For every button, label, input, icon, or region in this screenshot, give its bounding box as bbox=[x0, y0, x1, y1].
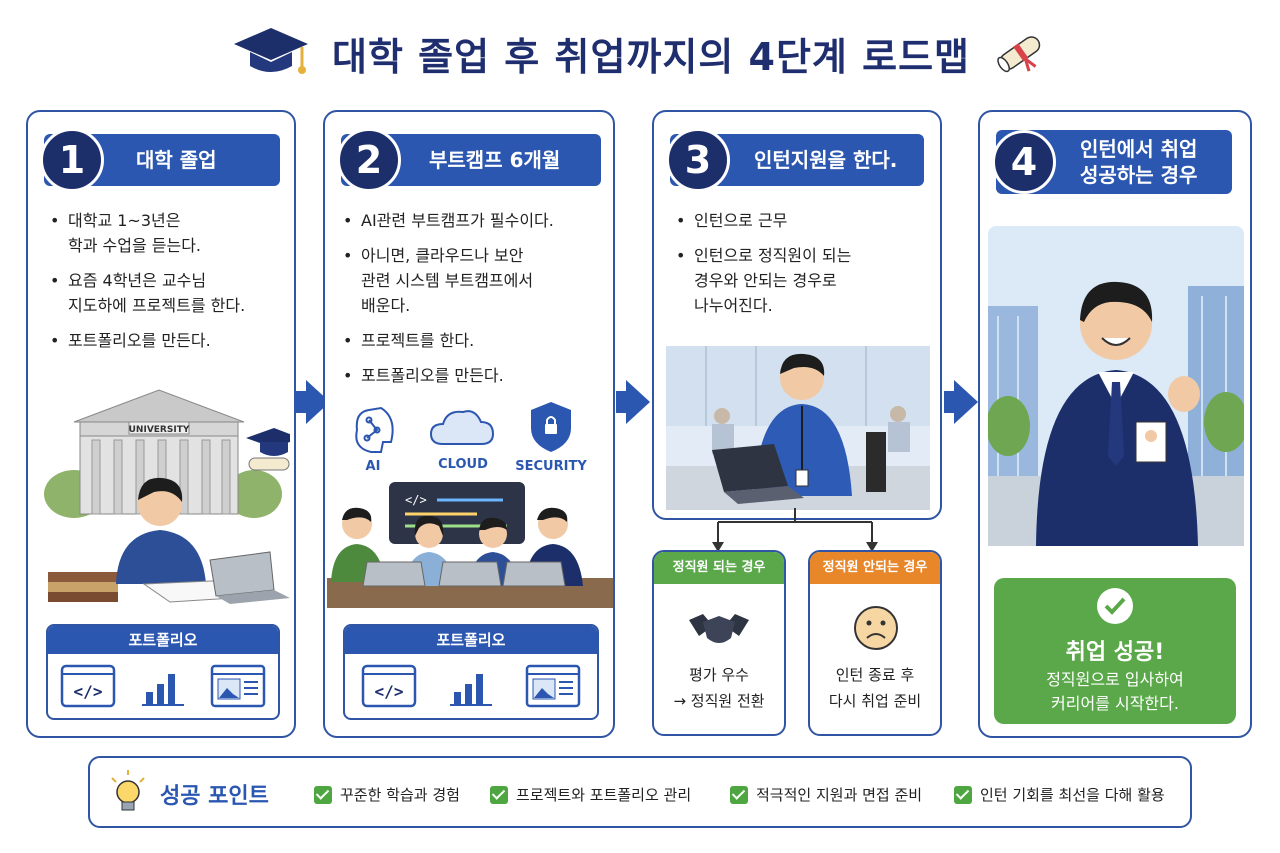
employee-success-illustration bbox=[988, 226, 1244, 546]
svg-text:</>: </> bbox=[405, 493, 427, 507]
university-student-illustration: UNIVERSITY bbox=[44, 389, 290, 604]
check-circle-icon bbox=[1097, 588, 1133, 624]
list-item: 포트폴리오를 만든다. bbox=[339, 363, 609, 388]
step-number: 3 bbox=[666, 128, 730, 192]
success-points-title: 성공 포인트 bbox=[160, 784, 269, 809]
list-item: 요즘 4학년은 교수님 지도하에 프로젝트를 한다. bbox=[46, 268, 290, 318]
tech-label-security: SECURITY bbox=[515, 459, 587, 474]
lightbulb-icon bbox=[111, 770, 145, 811]
portfolio-box: 포트폴리오 </> bbox=[343, 624, 599, 720]
point-item: 꾸준한 학습과 경험 bbox=[314, 784, 460, 805]
svg-text:</>: </> bbox=[74, 682, 103, 701]
handshake-icon bbox=[689, 614, 749, 643]
arrow-right-icon bbox=[626, 380, 650, 424]
tech-label-cloud: CLOUD bbox=[438, 457, 488, 472]
step-header: 2 부트캠프 6개월 bbox=[337, 128, 601, 192]
step-card-1: 1 대학 졸업 대학교 1~3년은 학과 수업을 듣는다. 요즘 4학년은 교수… bbox=[26, 110, 296, 738]
step-number: 2 bbox=[337, 128, 401, 192]
list-item: 포트폴리오를 만든다. bbox=[46, 328, 290, 353]
outcome-header: 정직원 안되는 경우 bbox=[810, 552, 940, 584]
outcome-text: 평가 우수 → 정직원 전환 bbox=[673, 666, 765, 710]
step-card-2: 2 부트캠프 6개월 AI관련 부트캠프가 필수이다. 아니면, 클라우드나 보… bbox=[323, 110, 615, 738]
bullet-list: 대학교 1~3년은 학과 수업을 듣는다. 요즘 4학년은 교수님 지도하에 프… bbox=[46, 208, 290, 363]
bullet-list: 인턴으로 근무 인턴으로 정직원이 되는 경우와 안되는 경우로 나누어진다. bbox=[672, 208, 934, 328]
success-text: 정직원으로 입사하여 커리어를 시작한다. bbox=[1046, 670, 1184, 713]
graduation-cap-icon bbox=[234, 28, 308, 74]
list-item: 프로젝트를 한다. bbox=[339, 328, 609, 353]
outcome-text: 인턴 종료 후 다시 취업 준비 bbox=[828, 666, 922, 710]
step-label: 부트캠프 6개월 bbox=[429, 148, 561, 172]
team-coding-illustration: </> bbox=[327, 482, 613, 608]
success-title: 취업 성공! bbox=[1065, 640, 1165, 665]
step-card-4: 4 인턴에서 취업 성공하는 경우 취업 성공! 정직원으로 입사하여 커리어를… bbox=[978, 110, 1252, 738]
outcome-header: 정직원 되는 경우 bbox=[654, 552, 784, 584]
webpage-icon bbox=[210, 664, 266, 708]
sad-face-icon bbox=[854, 606, 898, 650]
portfolio-header: 포트폴리오 bbox=[48, 626, 278, 654]
checkbox-icon bbox=[490, 785, 508, 804]
portfolio-header: 포트폴리오 bbox=[345, 626, 597, 654]
code-window-icon: </> bbox=[361, 664, 416, 708]
branch-arrows bbox=[712, 508, 878, 552]
code-window-icon: </> bbox=[60, 664, 116, 708]
step-card-3: 3 인턴지원을 한다. 인턴으로 근무 인턴으로 정직원이 되는 경우와 안되는… bbox=[652, 110, 942, 520]
outcome-card-not-hired: 정직원 안되는 경우 인턴 종료 후 다시 취업 준비 bbox=[808, 550, 942, 736]
intern-office-illustration bbox=[666, 346, 930, 510]
bar-chart-icon bbox=[142, 674, 184, 706]
point-item: 적극적인 지원과 면접 준비 bbox=[730, 784, 922, 805]
checkbox-icon bbox=[954, 785, 972, 804]
point-item: 프로젝트와 포트폴리오 관리 bbox=[490, 784, 691, 805]
point-item: 인턴 기회를 최선을 다해 활용 bbox=[954, 784, 1165, 805]
step-number: 4 bbox=[992, 130, 1056, 194]
step-header: 1 대학 졸업 bbox=[40, 128, 280, 192]
cloud-icon bbox=[429, 410, 495, 445]
list-item: 인턴으로 정직원이 되는 경우와 안되는 경우로 나누어진다. bbox=[672, 243, 934, 318]
bullet-list: AI관련 부트캠프가 필수이다. 아니면, 클라우드나 보안 관련 시스템 부트… bbox=[339, 208, 609, 398]
bar-chart-icon bbox=[449, 674, 492, 706]
checkbox-icon bbox=[730, 785, 748, 804]
webpage-icon bbox=[526, 664, 581, 708]
diploma-icon bbox=[997, 36, 1041, 73]
arrow-right-icon bbox=[954, 380, 978, 424]
title-bar: 대학 졸업 후 취업까지의 4단계 로드맵 bbox=[0, 18, 1280, 88]
list-item: AI관련 부트캠프가 필수이다. bbox=[339, 208, 609, 233]
list-item: 대학교 1~3년은 학과 수업을 듣는다. bbox=[46, 208, 290, 258]
tech-label-ai: AI bbox=[366, 459, 381, 474]
step-label: 인턴에서 취업 성공하는 경우 bbox=[1080, 137, 1198, 187]
success-box: 취업 성공! 정직원으로 입사하여 커리어를 시작한다. bbox=[994, 578, 1236, 724]
page-title: 대학 졸업 후 취업까지의 4단계 로드맵 bbox=[332, 34, 970, 79]
checkbox-icon bbox=[314, 785, 332, 804]
list-item: 아니면, 클라우드나 보안 관련 시스템 부트캠프에서 배운다. bbox=[339, 243, 609, 318]
ai-brain-icon bbox=[355, 406, 394, 453]
outcome-card-hired: 정직원 되는 경우 평가 우수 → 정직원 전환 bbox=[652, 550, 786, 736]
step-label: 인턴지원을 한다. bbox=[754, 148, 898, 172]
success-points-bar: 성공 포인트 꾸준한 학습과 경험 프로젝트와 포트폴리오 관리 적극적인 지원… bbox=[88, 756, 1192, 828]
step-number: 1 bbox=[40, 128, 104, 192]
svg-text:</>: </> bbox=[374, 682, 403, 701]
university-sign: UNIVERSITY bbox=[129, 425, 190, 435]
step-header: 3 인턴지원을 한다. bbox=[666, 128, 924, 192]
step-header: 4 인턴에서 취업 성공하는 경우 bbox=[992, 130, 1232, 194]
tech-icons: AI CLOUD SECURITY bbox=[355, 402, 587, 474]
list-item: 인턴으로 근무 bbox=[672, 208, 934, 233]
portfolio-box: 포트폴리오 </> bbox=[46, 624, 280, 720]
step-label: 대학 졸업 bbox=[136, 148, 217, 172]
